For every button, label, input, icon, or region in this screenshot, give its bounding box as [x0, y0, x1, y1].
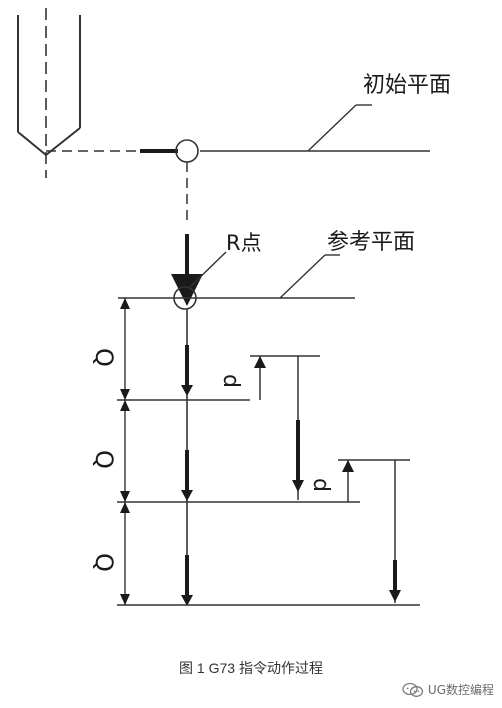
- q2-label: Q: [90, 450, 118, 469]
- r-point-label: R点: [226, 231, 262, 255]
- watermark: UG数控编程: [402, 681, 494, 698]
- retract-d1: [250, 355, 320, 500]
- q1-label: Q: [90, 348, 118, 367]
- wechat-icon: [402, 682, 424, 698]
- watermark-text: UG数控编程: [427, 683, 494, 697]
- q3-label: Q: [90, 553, 118, 572]
- d1-label: d: [218, 374, 243, 388]
- g73-diagram: 初始平面 R点 参考平面 Q Q Q d d: [17, 8, 451, 606]
- diagram-canvas: 初始平面 R点 参考平面 Q Q Q d d: [17, 8, 451, 606]
- reference-plane-leaders: [189, 251, 340, 299]
- reference-plane: [118, 286, 355, 310]
- initial-plane: [46, 139, 430, 163]
- initial-plane-leader: [307, 104, 372, 152]
- reference-plane-label: 参考平面: [327, 230, 415, 255]
- initial-plane-label: 初始平面: [363, 73, 451, 98]
- retract-d2: [338, 459, 410, 603]
- q-dimension: [117, 298, 420, 606]
- drilling-path: [181, 309, 193, 606]
- d2-label: d: [308, 478, 333, 492]
- tool-outline: [17, 8, 81, 178]
- figure-caption: 图 1 G73 指令动作过程: [179, 660, 323, 676]
